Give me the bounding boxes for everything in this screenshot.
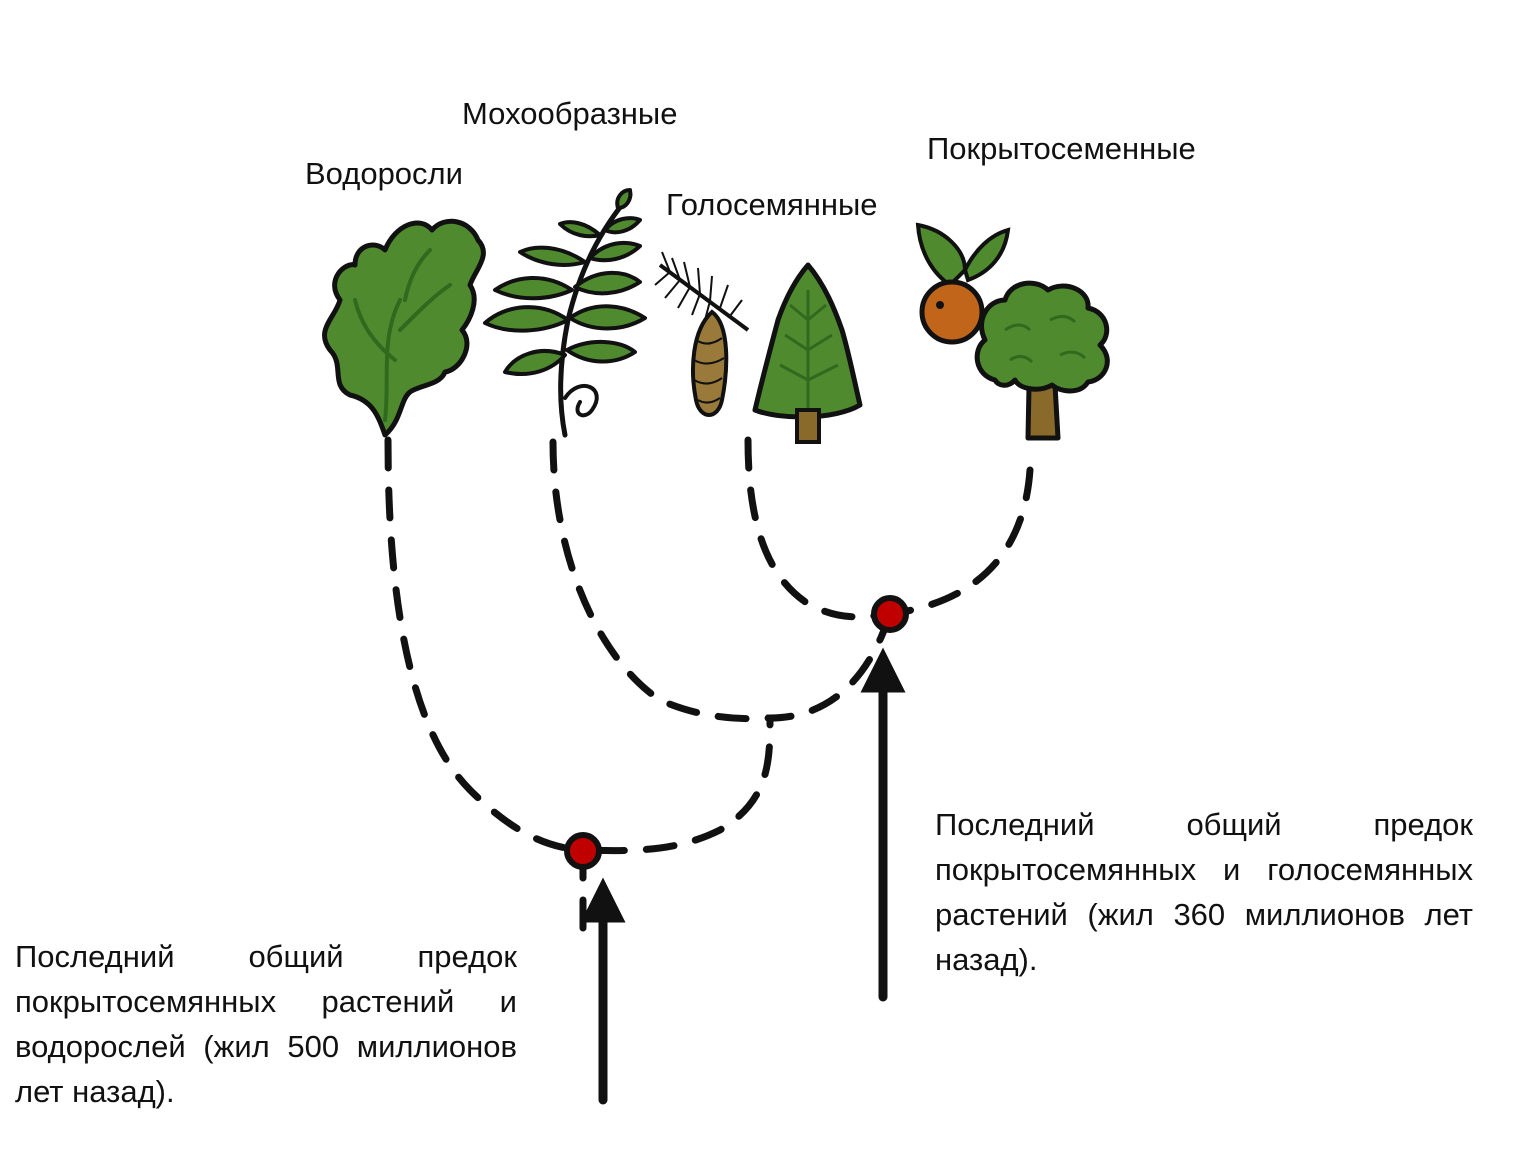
label-mosses: Мохообразные [462,96,678,131]
orange-fruit-icon [915,222,1011,345]
algae-icon [322,218,486,438]
branch-inner-clade [579,610,894,855]
branch-gymno [744,436,894,621]
note-root-ancestor: Последний общий предок покрытосемянных р… [15,939,517,1109]
arrows [580,647,906,1105]
note-seed-plant-ancestor: Последний общий предок покрытосемянных и… [935,807,1473,977]
fir-tree-icon [752,262,863,444]
branch-angio [886,466,1034,618]
fern-icon [483,188,647,438]
branch-algae [384,436,587,854]
label-algae: Водоросли [305,156,463,191]
deciduous-tree-icon [974,280,1110,441]
label-angiosperms: Покрытосеменные [927,131,1196,166]
label-gymnosperms: Голосемянные [666,187,878,222]
phylogeny-branches [384,436,1034,939]
root-ancestor-node [564,832,602,870]
pine-branch-icon [654,251,750,417]
branch-moss [549,438,774,723]
seed-plant-ancestor-node [871,595,909,633]
